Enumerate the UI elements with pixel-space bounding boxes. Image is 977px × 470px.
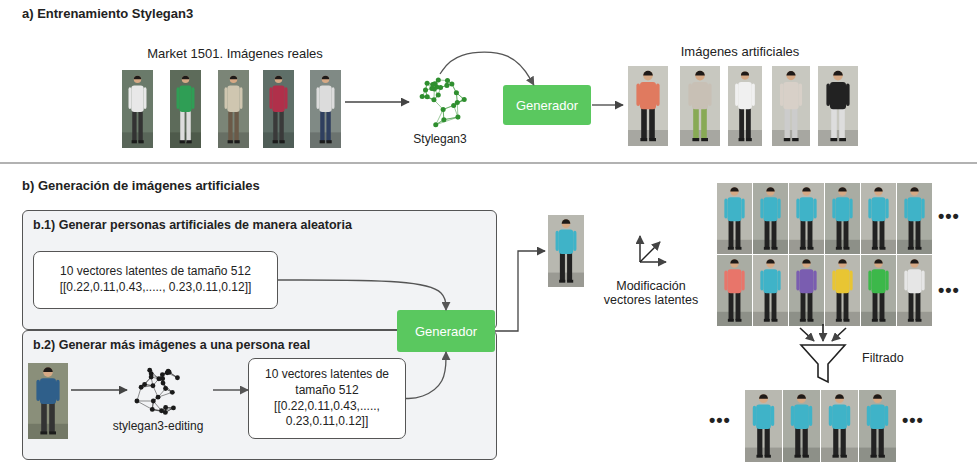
latent-vector-box: 10 vectores latentes de tamaño 512 [[0.2… — [248, 358, 406, 439]
section-divider — [0, 162, 977, 164]
person-photo — [789, 183, 824, 254]
caption: Imágenes artificiales — [650, 44, 830, 59]
person-photo — [861, 255, 896, 326]
ellipsis: ••• — [902, 410, 924, 431]
person-photo — [818, 66, 858, 146]
person-photo — [753, 255, 788, 326]
caption: Modificación vectores latentes — [595, 279, 707, 307]
generator-box: Generador — [397, 310, 495, 352]
person-photo — [861, 183, 896, 254]
icon-caption: stylegan3-editing — [103, 419, 213, 433]
person-photo — [122, 70, 153, 148]
person-photo — [628, 66, 668, 146]
flow-arrow — [592, 104, 623, 105]
label-slot: ••• — [709, 410, 731, 431]
person-photo — [897, 255, 932, 326]
label-slot: b) Generación de imágenes artificiales — [22, 178, 260, 193]
panel-heading: b.1) Generar personas artificiales de ma… — [23, 211, 496, 239]
person-photo — [789, 255, 824, 326]
label-slot: Market 1501. Imágenes reales — [140, 46, 330, 61]
person-photo — [717, 183, 752, 254]
label-slot: a) Entrenamiento Stylegan3 — [22, 6, 193, 21]
section-heading: b) Generación de imágenes artificiales — [22, 178, 260, 193]
flow-arrow — [495, 251, 545, 331]
person-photo — [170, 70, 201, 148]
ellipsis: ••• — [938, 280, 960, 301]
label-slot: Imágenes artificiales — [650, 44, 830, 59]
label-slot: Modificación vectores latentes — [595, 279, 707, 307]
label-slot: ••• — [902, 410, 924, 431]
ellipsis: ••• — [938, 206, 960, 227]
latent-vector-box: 10 vectores latentes de tamaño 512 [[0.2… — [33, 251, 278, 309]
person-photo — [825, 255, 860, 326]
label-slot: Filtrado — [862, 351, 904, 365]
person-photo — [717, 255, 752, 326]
section-panel: b.2) Generar más imágenes a una persona … — [22, 330, 497, 460]
person-photo — [772, 66, 810, 146]
label-slot: ••• — [938, 280, 960, 301]
person-photo — [783, 390, 820, 462]
caption: Filtrado — [862, 351, 904, 365]
person-photo — [263, 70, 294, 148]
generator-box: Generador — [503, 85, 591, 125]
flow-arrow — [345, 101, 409, 102]
network-icon: stylegan3-editing — [103, 363, 213, 433]
label-slot: ••• — [938, 206, 960, 227]
network-graphic — [131, 363, 185, 417]
icon-caption: Stylegan3 — [395, 132, 485, 146]
vector-text: 10 vectores latentes de tamaño 512 [[0.2… — [257, 367, 397, 429]
ellipsis: ••• — [709, 410, 731, 431]
flow-arrow — [71, 389, 127, 390]
vector-text: 10 vectores latentes de tamaño 512 [[0.2… — [42, 264, 269, 295]
person-photo — [745, 390, 782, 462]
box-label: Generador — [415, 324, 477, 339]
person-photo — [680, 66, 720, 146]
network-icon: Stylegan3 — [395, 74, 485, 146]
funnel-symbol — [800, 324, 846, 382]
section-heading: a) Entrenamiento Stylegan3 — [22, 6, 193, 21]
person-photo — [821, 390, 858, 462]
connector-arrow — [440, 52, 534, 85]
caption: Market 1501. Imágenes reales — [140, 46, 330, 61]
person-photo — [28, 363, 68, 439]
box-label: Generador — [516, 98, 578, 113]
axes-symbol — [640, 236, 666, 262]
person-photo — [753, 183, 788, 254]
person-photo — [218, 70, 249, 148]
network-graphic — [412, 74, 468, 130]
person-photo — [825, 183, 860, 254]
person-photo — [310, 70, 341, 148]
person-photo — [897, 183, 932, 254]
person-photo — [548, 215, 584, 287]
person-photo — [728, 66, 762, 146]
person-photo — [859, 390, 896, 462]
